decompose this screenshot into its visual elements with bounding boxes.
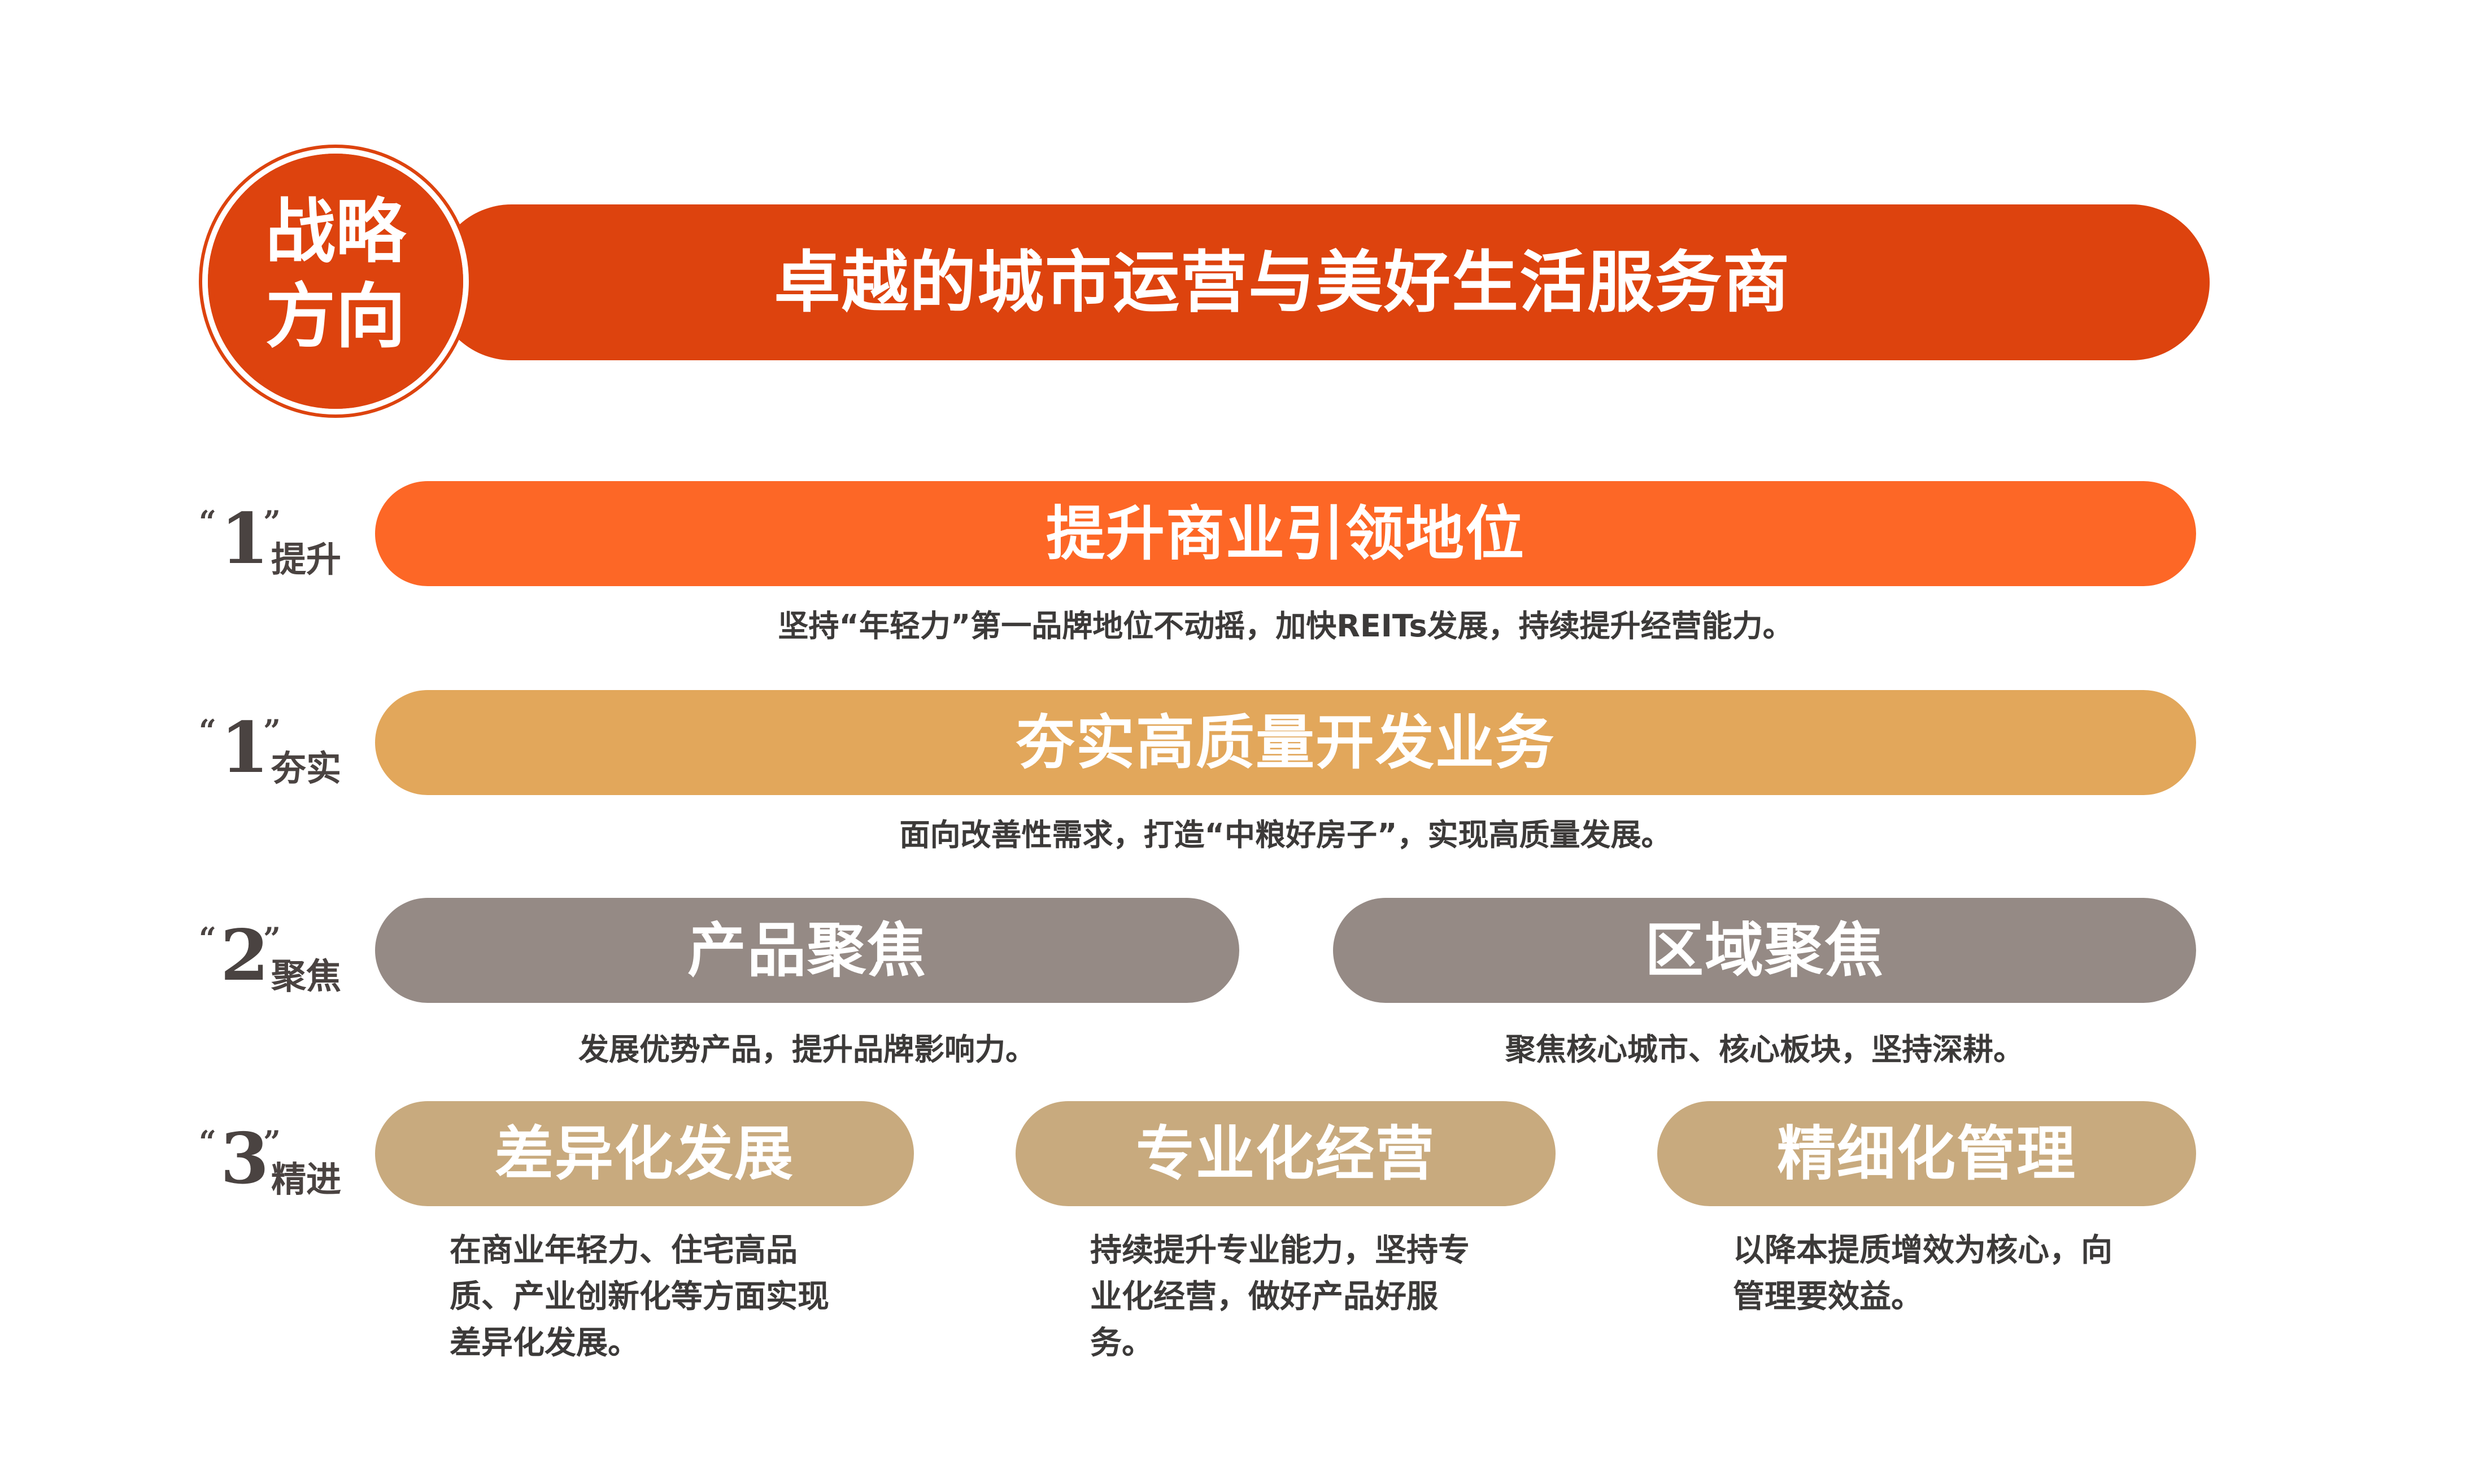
tag-number: 1 bbox=[220, 707, 269, 789]
row-tag-2-focus: “ 2 ” 聚焦 bbox=[186, 914, 367, 998]
tag-quote-close: ” bbox=[263, 713, 281, 749]
strategy-banner bbox=[434, 204, 2210, 360]
tag-quote-close: ” bbox=[263, 504, 281, 540]
tag-number: 2 bbox=[220, 915, 269, 997]
tag-number: 3 bbox=[220, 1118, 269, 1200]
desc-quality-development: 面向改善性需求，打造“中粮好房子”，实现高质量发展。 bbox=[899, 817, 1672, 853]
tag-number: 1 bbox=[220, 498, 269, 580]
desc-differentiated-development: 在商业年轻力、住宅高品质、产业创新化等方面实现差异化发展。 bbox=[450, 1232, 829, 1361]
tag-text: 聚焦 bbox=[271, 955, 342, 997]
pill-refined-management: 精细化管理 bbox=[1657, 1101, 2196, 1206]
pill-quality-development: 夯实高质量开发业务 bbox=[375, 690, 2196, 795]
desc-refined-management: 以降本提质增效为核心，向管理要效益。 bbox=[1733, 1232, 2113, 1315]
strategy-badge-line2: 方向 bbox=[265, 276, 406, 357]
row-tag-1-upgrade: “ 1 ” 提升 bbox=[186, 497, 367, 582]
tag-text: 精进 bbox=[271, 1159, 342, 1200]
row-tag-3-refine: “ 3 ” 精进 bbox=[186, 1117, 367, 1202]
desc-product-focus: 发展优势产品，提升品牌影响力。 bbox=[578, 1032, 1036, 1067]
tag-quote-close: ” bbox=[263, 1124, 281, 1160]
strategy-badge: 战略 方向 bbox=[208, 154, 463, 409]
pill-professional-operation: 专业化经营 bbox=[1016, 1101, 1556, 1206]
tag-text: 夯实 bbox=[271, 748, 342, 789]
tag-quote-open: “ bbox=[199, 504, 217, 540]
desc-regional-focus: 聚焦核心城市、核心板块，坚持深耕。 bbox=[1505, 1032, 2024, 1067]
tag-text: 提升 bbox=[271, 539, 342, 580]
desc-professional-operation: 持续提升专业能力，坚持专业化经营，做好产品好服务。 bbox=[1090, 1232, 1470, 1361]
tag-quote-open: “ bbox=[199, 1124, 217, 1160]
row-tag-1-consolidate: “ 1 ” 夯实 bbox=[186, 706, 367, 791]
pill-product-focus: 产品聚焦 bbox=[375, 898, 1239, 1003]
strategy-title: 卓越的城市运营与美好生活服务商 bbox=[773, 243, 1791, 321]
tag-quote-open: “ bbox=[199, 713, 217, 749]
strategy-badge-line1: 战略 bbox=[265, 191, 406, 273]
pill-regional-focus: 区域聚焦 bbox=[1333, 898, 2196, 1003]
desc-commercial-leadership: 坚持“年轻力”第一品牌地位不动摇，加快REITs发展，持续提升经营能力。 bbox=[778, 608, 1793, 644]
tag-quote-open: “ bbox=[199, 920, 217, 957]
pill-commercial-leadership: 提升商业引领地位 bbox=[375, 481, 2196, 586]
tag-quote-close: ” bbox=[263, 920, 281, 957]
pill-differentiated-development: 差异化发展 bbox=[375, 1101, 914, 1206]
